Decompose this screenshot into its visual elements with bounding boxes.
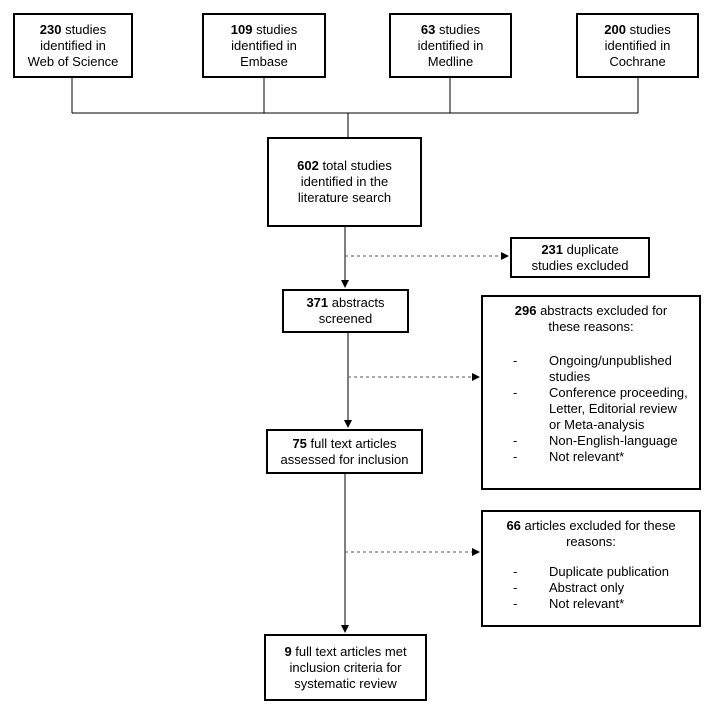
- list-item: -Non-English-language: [491, 433, 691, 449]
- duplicates-count: 231: [541, 241, 564, 257]
- articles-excluded-label-line: reasons:: [566, 534, 616, 549]
- fulltext-assessed-box: 75 full text articles assessed for inclu…: [266, 429, 423, 474]
- total-label-line: literature search: [297, 190, 392, 205]
- list-item: -Not relevant*: [491, 596, 691, 612]
- source-count: 230: [39, 21, 62, 37]
- articles-excluded-box: 66 articles excluded for these reasons: …: [481, 510, 701, 627]
- reason-text: Ongoing/unpublished studies: [549, 353, 672, 384]
- total-label-line: total studies: [322, 158, 392, 173]
- source-label-line: studies: [256, 21, 298, 37]
- duplicates-label-line: duplicate: [566, 241, 619, 257]
- source-count: 200: [604, 21, 626, 37]
- list-item: -Ongoing/unpublished studies: [491, 353, 691, 385]
- abstracts-screened-box: 371 abstracts screened: [282, 289, 409, 333]
- source-label-line: studies: [438, 21, 481, 37]
- source-count: 63: [420, 21, 436, 37]
- included-label-line: systematic review: [294, 675, 397, 691]
- duplicates-excluded-box: 231 duplicate studies excluded: [510, 237, 650, 278]
- source-label-line: identified in: [231, 37, 297, 53]
- source-box-cochrane: 200 studies identified in Cochrane: [576, 13, 699, 78]
- fulltext-count: 75: [292, 435, 307, 451]
- included-count: 9: [284, 643, 292, 659]
- source-label-line: identified in: [40, 37, 106, 53]
- reason-text: Non-English-language: [549, 433, 678, 448]
- source-label-line: studies: [65, 21, 107, 37]
- duplicates-label-line: studies excluded: [531, 257, 629, 273]
- source-count: 109: [230, 21, 253, 37]
- reason-text: Duplicate publication: [549, 564, 669, 579]
- fulltext-label-line: assessed for inclusion: [280, 451, 409, 467]
- total-label-line: identified in the: [300, 174, 389, 189]
- list-item: -Abstract only: [491, 580, 691, 596]
- source-name: Web of Science: [27, 53, 119, 69]
- source-box-medline: 63 studies identified in Medline: [389, 13, 512, 78]
- abstracts-excluded-label-line: abstracts excluded for: [540, 303, 668, 318]
- source-box-embase: 109 studies identified in Embase: [202, 13, 326, 78]
- abstracts-excluded-box: 296 abstracts excluded for these reasons…: [481, 295, 701, 490]
- screened-label-line: abstracts: [331, 295, 385, 310]
- list-item: -Not relevant*: [491, 449, 691, 465]
- included-studies-box: 9 full text articles met inclusion crite…: [264, 634, 427, 701]
- included-label-line: full text articles met: [295, 643, 407, 659]
- included-label-line: inclusion criteria for: [289, 659, 402, 675]
- reason-text: Abstract only: [549, 580, 625, 595]
- reason-text: Conference proceeding, Letter, Editorial…: [549, 385, 688, 432]
- source-box-web-of-science: 230 studies identified in Web of Science: [13, 13, 133, 78]
- source-name: Medline: [427, 53, 474, 69]
- total-count: 602: [297, 158, 319, 173]
- total-studies-box: 602 total studies identified in the lite…: [267, 137, 422, 227]
- source-label-line: identified in: [604, 37, 671, 53]
- screened-count: 371: [306, 295, 329, 310]
- source-name: Cochrane: [609, 53, 666, 69]
- list-item: -Duplicate publication: [491, 564, 691, 580]
- articles-excluded-reasons: -Duplicate publication -Abstract only -N…: [491, 564, 691, 612]
- source-name: Embase: [240, 53, 288, 69]
- abstracts-excluded-count: 296: [514, 303, 537, 318]
- articles-excluded-label-line: articles excluded for these: [524, 518, 676, 533]
- reason-text: Not relevant*: [549, 449, 625, 464]
- abstracts-excluded-label-line: these reasons:: [548, 319, 634, 334]
- source-label-line: studies: [629, 21, 671, 37]
- source-label-line: identified in: [417, 37, 484, 53]
- abstracts-excluded-reasons: -Ongoing/unpublished studies -Conference…: [491, 353, 691, 465]
- list-item: -Conference proceeding, Letter, Editoria…: [513, 385, 688, 432]
- fulltext-label-line: full text articles: [310, 435, 397, 451]
- reason-text: Not relevant*: [549, 596, 625, 611]
- articles-excluded-count: 66: [506, 518, 521, 533]
- screened-label-line: screened: [318, 311, 373, 326]
